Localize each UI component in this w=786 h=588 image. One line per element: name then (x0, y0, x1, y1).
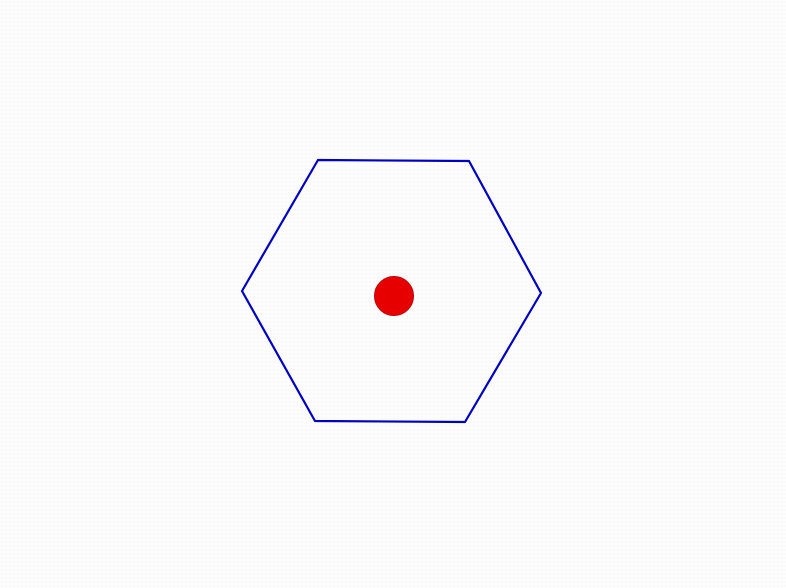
hexagon-wall (240, 158, 543, 424)
red-ball (374, 276, 414, 316)
